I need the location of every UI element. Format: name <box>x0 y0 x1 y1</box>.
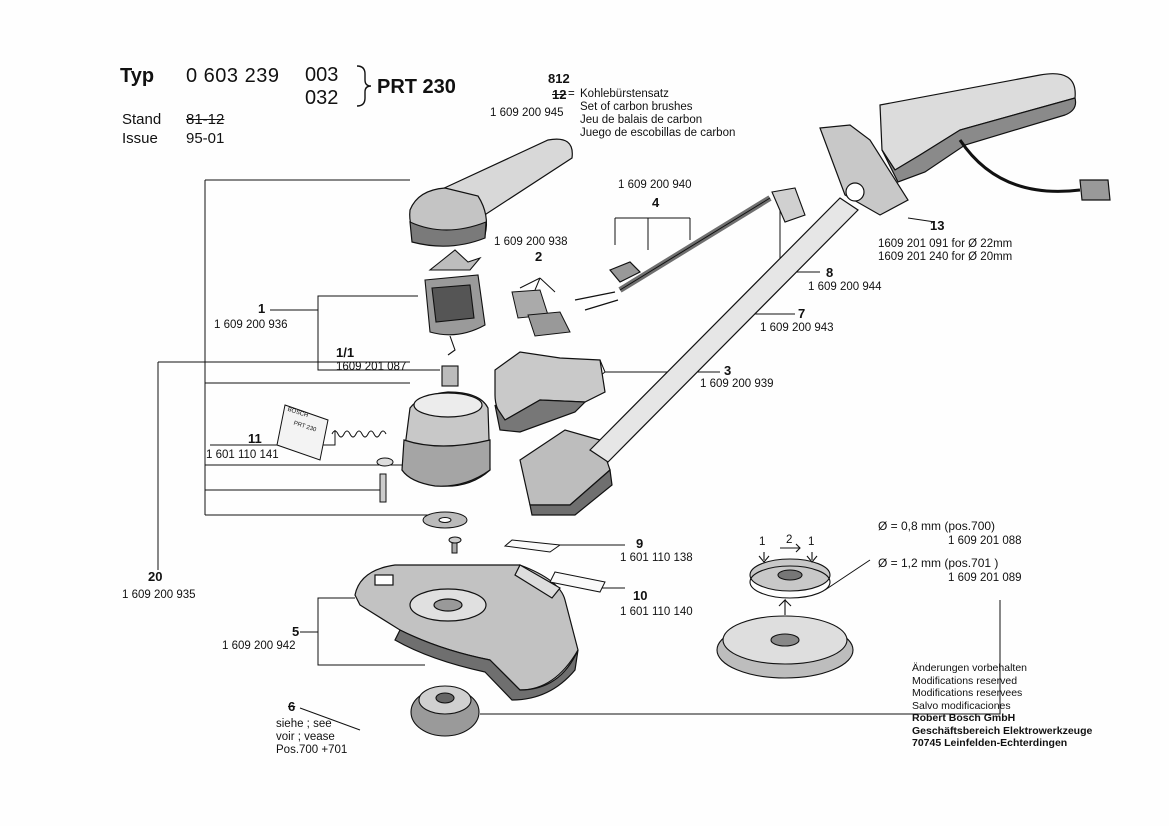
pos-7-number: 1 609 200 943 <box>760 322 834 334</box>
spool-arrow-2: 2 <box>786 534 793 546</box>
note-address: 70745 Leinfelden-Echterdingen <box>912 737 1068 749</box>
note-es: Salvo modificaciones <box>912 699 1011 712</box>
pos-1-number: 1 609 200 936 <box>214 319 288 331</box>
spool-700-number: 1 609 201 088 <box>948 535 1022 547</box>
carbon-desc-es: Juego de escobillas de carbon <box>580 127 736 139</box>
pos-5-label: 5 <box>292 624 300 639</box>
pos-6-note-3: Pos.700 +701 <box>276 744 348 756</box>
pos-3-label: 3 <box>724 363 732 378</box>
note-division: Geschäftsbereich Elektrowerkzeuge <box>912 724 1093 737</box>
issue-value: 95-01 <box>186 130 225 147</box>
pos-10-number: 1 601 110 140 <box>620 606 693 618</box>
pos-4-label: 4 <box>652 195 660 210</box>
pos-3-number: 1 609 200 939 <box>700 378 774 390</box>
pos-6-label: 6 <box>288 699 296 714</box>
pos-8-label: 8 <box>826 265 834 280</box>
stand-label: Stand <box>122 111 162 128</box>
note-company: Robert Bosch GmbH <box>912 712 1016 724</box>
note-de: Änderungen vorbehalten <box>912 662 1028 674</box>
spool-arrow-1b: 1 <box>808 536 815 548</box>
type-label: Typ <box>120 65 155 87</box>
type-number: 0 603 239 <box>186 65 280 87</box>
carbon-desc-de: Kohlebürstensatz <box>580 88 669 100</box>
pos-1-label: 1 <box>258 301 266 316</box>
legal-notes: Änderungen vorbehalten Modifications res… <box>912 662 1092 750</box>
pos-13-number-20: 1609 201 240 for Ø 20mm <box>878 251 1013 263</box>
pos-11-number: 1 601 110 141 <box>206 449 279 461</box>
model-name: PRT 230 <box>377 76 456 98</box>
pos-4-number: 1 609 200 940 <box>618 179 692 191</box>
pos-13-number-22: 1609 201 091 for Ø 22mm <box>878 238 1013 250</box>
pos-9-label: 9 <box>636 536 644 551</box>
spool-700-line: Ø = 0,8 mm (pos.700) <box>878 519 996 533</box>
note-fr: Modifications reservees <box>912 687 1023 699</box>
spool-701-number: 1 609 201 089 <box>948 572 1022 584</box>
carbon-desc-en: Set of carbon brushes <box>580 101 693 113</box>
pos-1-1-label: 1/1 <box>336 345 355 360</box>
pos-10-label: 10 <box>633 588 648 603</box>
pos-2-label: 2 <box>535 249 543 264</box>
carbon-eq: = <box>568 88 575 100</box>
pos-7-label: 7 <box>798 306 806 321</box>
carbon-part-number: 1 609 200 945 <box>490 107 564 119</box>
note-en: Modifications reserved <box>912 674 1018 687</box>
pos-6-note-2: voir ; vease <box>276 731 335 743</box>
stand-value: 81-12 <box>186 111 225 128</box>
carbon-pos-old: 12 <box>552 87 567 102</box>
issue-label: Issue <box>122 130 158 147</box>
pos-9-number: 1 601 110 138 <box>620 552 693 564</box>
spool-701-line: Ø = 1,2 mm (pos.701 ) <box>878 556 999 570</box>
pos-8-number: 1 609 200 944 <box>808 281 882 293</box>
pos-20-number: 1 609 200 935 <box>122 589 196 601</box>
pos-1-1-number: 1609 201 087 <box>336 361 407 373</box>
pos-13-label: 13 <box>930 218 945 233</box>
spool-arrow-1a: 1 <box>759 536 766 548</box>
carbon-desc-fr: Jeu de balais de carbon <box>580 114 703 126</box>
pos-6-note-1: siehe ; see <box>276 718 332 730</box>
pos-20-label: 20 <box>148 569 163 584</box>
variant-2: 032 <box>305 87 339 109</box>
pos-2-number: 1 609 200 938 <box>494 236 568 248</box>
carbon-pos-new: 812 <box>548 71 570 86</box>
pos-11-label: 11 <box>248 431 262 446</box>
pos-5-number: 1 609 200 942 <box>222 640 296 652</box>
variant-1: 003 <box>305 64 339 86</box>
